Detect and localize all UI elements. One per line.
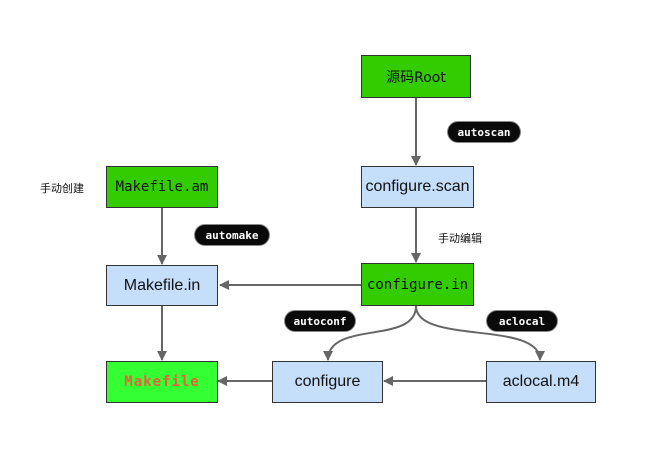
manual-edit-note: 手动编辑 bbox=[438, 232, 482, 245]
configure-node: configure bbox=[272, 361, 383, 403]
automake-tool-label: automake bbox=[194, 224, 270, 246]
arrow-in-to-configure bbox=[323, 305, 417, 361]
aclocal-tool-label: aclocal bbox=[486, 310, 558, 332]
source-root-node: 源码Root bbox=[361, 55, 471, 98]
makefile-node: Makefile bbox=[106, 361, 218, 403]
configure-scan-node: configure.scan bbox=[361, 166, 474, 208]
autoconf-tool-label: autoconf bbox=[284, 310, 356, 332]
aclocal-m4-node: aclocal.m4 bbox=[486, 361, 596, 403]
makefile-am-node: Makefile.am bbox=[106, 166, 218, 208]
configure-in-node: configure.in bbox=[361, 263, 474, 306]
arrow-in-to-aclocal bbox=[415, 305, 545, 361]
makefile-in-node: Makefile.in bbox=[106, 265, 218, 306]
autoscan-tool-label: autoscan bbox=[447, 121, 521, 143]
manual-create-note: 手动创建 bbox=[40, 182, 84, 195]
